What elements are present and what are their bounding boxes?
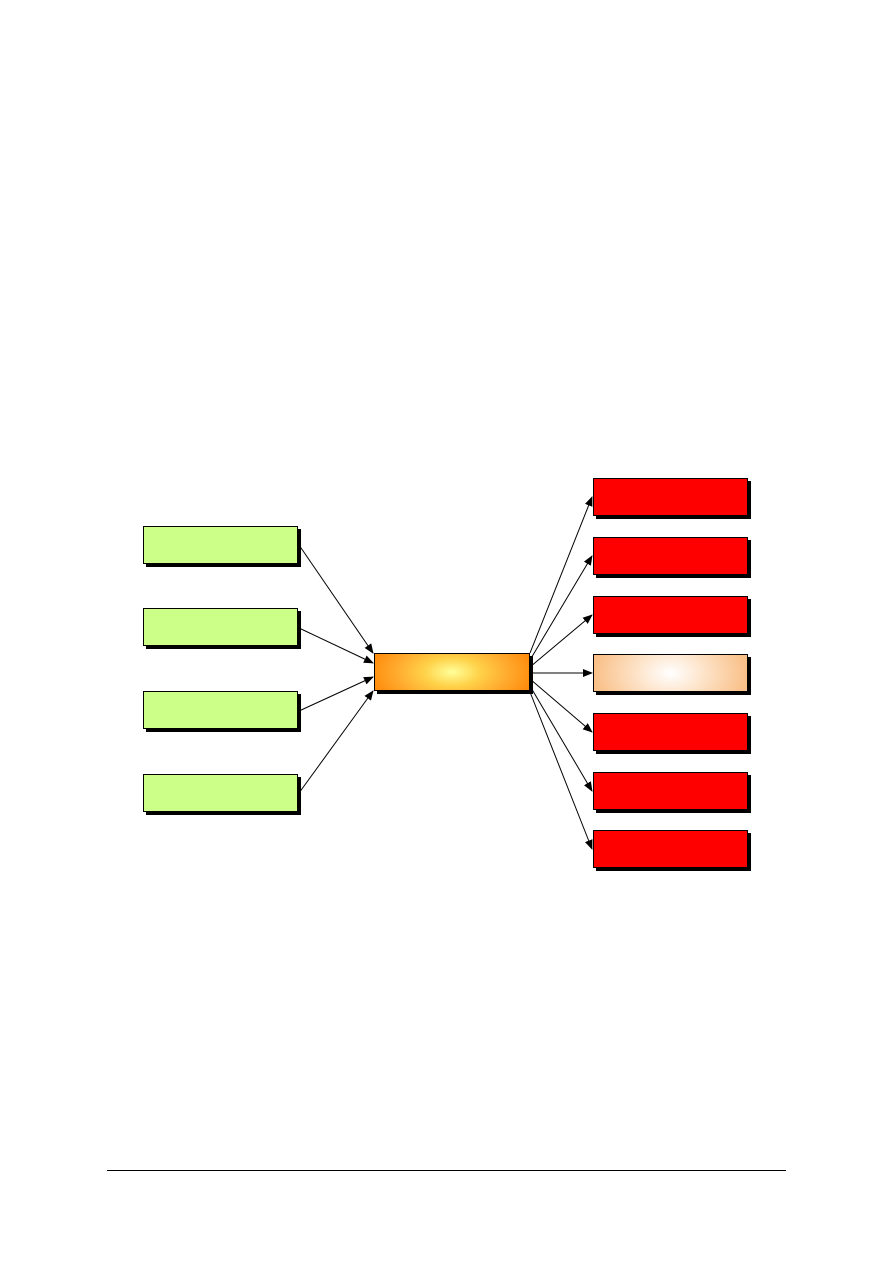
connector-output-1 (529, 496, 593, 654)
footer-rule (107, 1170, 786, 1171)
output-box-4-highlighted (593, 654, 748, 692)
connector-output-7 (529, 691, 593, 850)
connector-output-3 (529, 614, 593, 668)
output-box-7 (593, 830, 748, 868)
connector-input-2 (298, 627, 374, 664)
input-box-3 (143, 691, 298, 729)
connector-input-1 (298, 544, 374, 654)
input-box-4 (143, 774, 298, 812)
connector-output-6 (529, 685, 593, 792)
center-hub-box (374, 653, 530, 691)
input-box-1 (143, 526, 298, 564)
output-box-6 (593, 772, 748, 810)
output-box-5 (593, 713, 748, 751)
connector-output-5 (529, 678, 593, 733)
connector-input-4 (298, 690, 374, 794)
output-box-3 (593, 596, 748, 634)
connector-output-2 (529, 555, 593, 661)
output-box-1 (593, 478, 748, 516)
connector-input-3 (298, 676, 374, 712)
input-box-2 (143, 608, 298, 646)
output-box-2 (593, 537, 748, 575)
